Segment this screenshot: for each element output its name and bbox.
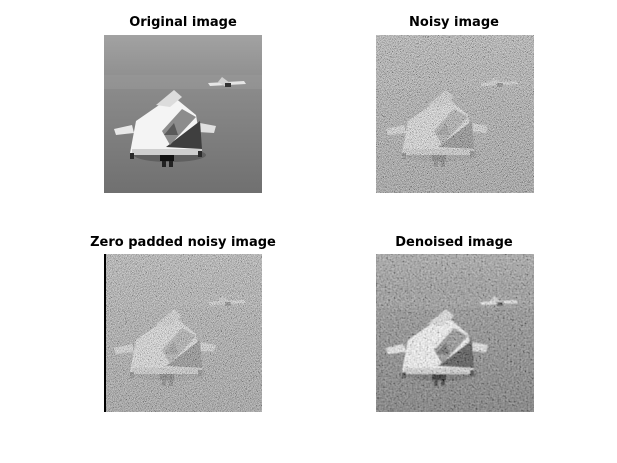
original-image xyxy=(104,35,262,193)
original-image-canvas xyxy=(104,35,262,193)
noisy-image-title: Noisy image xyxy=(409,15,499,30)
main-aircraft xyxy=(114,90,216,167)
denoised-image-title: Denoised image xyxy=(395,235,513,250)
noisy-image xyxy=(376,35,534,193)
distant-plane xyxy=(208,77,246,87)
noise-overlay xyxy=(104,254,262,412)
zero-padded-noisy-image-title: Zero padded noisy image xyxy=(90,235,276,250)
noisy-image-canvas xyxy=(376,35,534,193)
noise-overlay xyxy=(376,254,534,412)
denoised-image-canvas xyxy=(376,254,534,412)
noise-overlay xyxy=(376,35,534,193)
zero-padding-edge xyxy=(104,254,106,412)
scene xyxy=(104,35,262,193)
denoised-image xyxy=(376,254,534,412)
zero-padded-noisy-image xyxy=(104,254,262,412)
zero-padded-noisy-image-canvas xyxy=(104,254,262,412)
original-image-title: Original image xyxy=(129,15,237,30)
